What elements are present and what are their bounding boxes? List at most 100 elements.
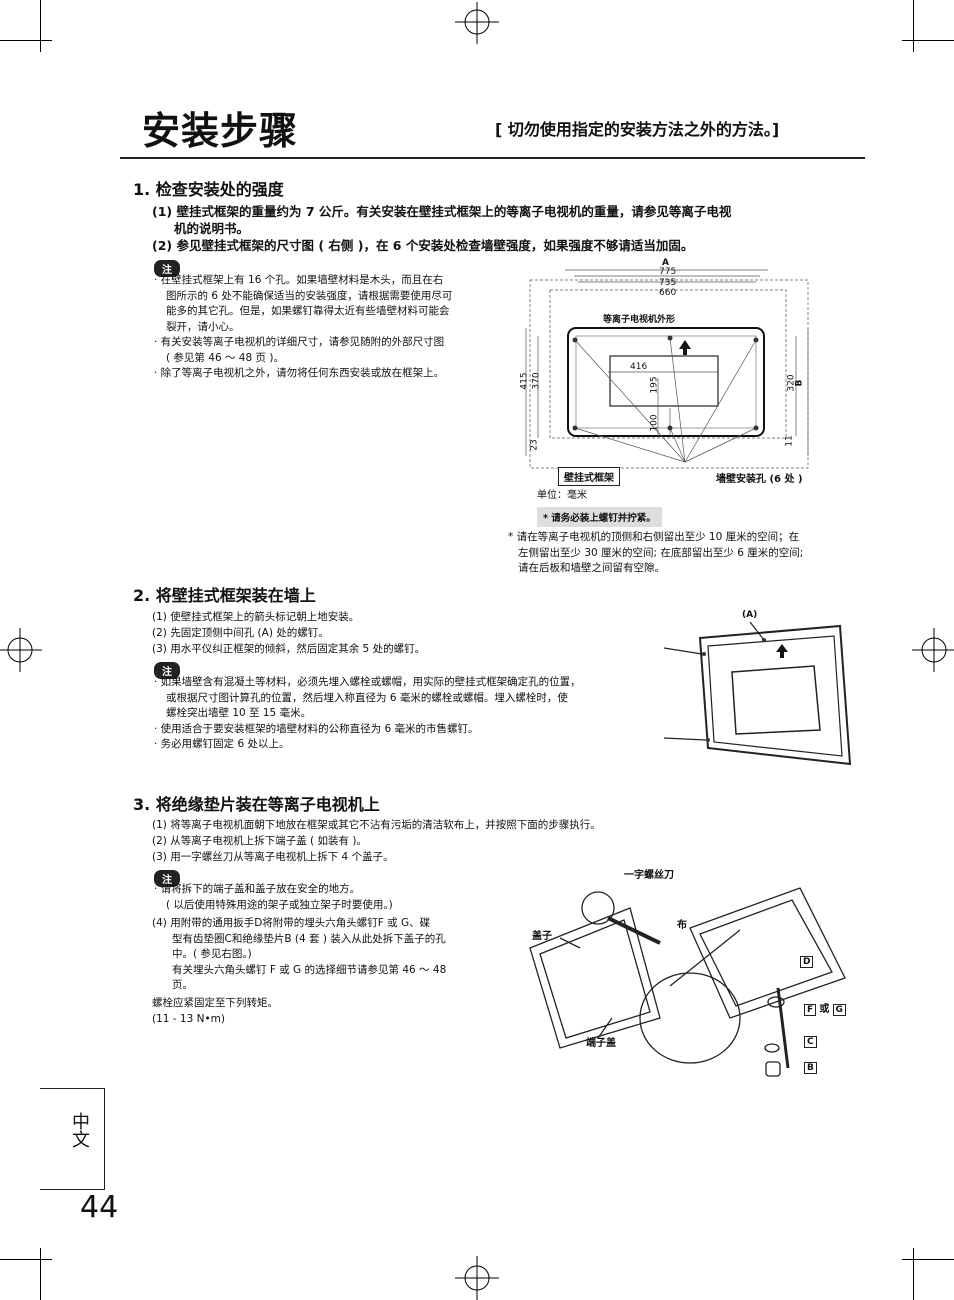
language-tab	[40, 1088, 105, 1190]
step-text: 有关埋头六角头螺钉 F 或 G 的选择细节请参见第 46 ～ 48	[172, 963, 447, 976]
note-badge: 注	[154, 662, 180, 679]
cover-label: 盖子	[532, 931, 552, 942]
section3-heading: 3. 将绝缘垫片装在等离子电视机上	[133, 795, 380, 814]
section2-notes: · 如果墙壁含有混凝土等材料，必须先埋入螺栓或螺帽，用实际的壁挂式框架确定孔的位…	[154, 675, 659, 753]
note-line: 螺栓突出墙壁 10 至 15 毫米。	[166, 707, 312, 719]
crop-mark	[0, 40, 52, 41]
terminal-cover-label: 端子盖	[586, 1038, 616, 1049]
step-text: (1) 壁挂式框架的重量约为 7 公斤。有关安装在壁挂式框架上的等离子电视机的重…	[152, 204, 732, 219]
or-label: 或	[819, 1004, 830, 1015]
part-fg-label: F 或 G	[804, 1000, 846, 1016]
crop-mark	[902, 40, 954, 41]
dim-660: 660	[659, 288, 677, 298]
tv-outline-label: 等离子电视机外形	[601, 312, 678, 325]
section1-step1: (1) 壁挂式框架的重量约为 7 公斤。有关安装在壁挂式框架上的等离子电视机的重…	[152, 203, 862, 254]
wall-holes-label: 墙壁安装孔 (6 处 )	[716, 474, 803, 485]
warning-box: * 请务必装上螺钉并拧紧。	[537, 507, 662, 527]
frame-label: 壁挂式框架	[558, 467, 620, 486]
footnote-line: 左侧留出至少 30 厘米的空间; 在底部留出至少 6 厘米的空间;	[518, 546, 804, 559]
note-line: ( 参见第 46 ～ 48 页 )。	[166, 351, 284, 364]
step-text: (2) 参见壁挂式框架的尺寸图 ( 右侧 )，在 6 个安装处检查墙壁强度，如果…	[152, 238, 694, 253]
header-rule	[120, 157, 865, 159]
page-number: 44	[80, 1190, 119, 1225]
note-line: · 使用适合于要安装框架的墙壁材料的公称直径为 6 毫米的市售螺钉。	[154, 722, 479, 735]
step-text: 页。	[172, 979, 193, 991]
frame-dimension-diagram	[525, 269, 809, 469]
crop-mark	[913, 1248, 914, 1300]
cloth-label: 布	[677, 920, 687, 931]
footnote-line: 请在后板和墙壁之间留有空隙。	[518, 562, 665, 574]
dim-370: 370	[531, 372, 542, 390]
part-g-label: G	[832, 1004, 846, 1016]
figure-label-a: (A)	[742, 610, 758, 620]
note-line: · 如果墙壁含有混凝土等材料，必须先埋入螺栓或螺帽，用实际的壁挂式框架确定孔的位…	[154, 676, 581, 688]
note-line: 能多的其它孔。但是，如果螺钉靠得太近有些墙壁材料可能会	[166, 305, 450, 317]
crop-mark	[0, 1259, 52, 1260]
unit-label: 单位：毫米	[537, 490, 587, 501]
section2-heading: 2. 将壁挂式框架装在墙上	[133, 586, 316, 605]
spacer-install-figure	[529, 887, 846, 1077]
note-badge: 注	[154, 260, 180, 277]
dim-100: 100	[649, 414, 660, 432]
section3-notes: · 请将拆下的端子盖和盖子放在安全的地方。 ( 以后使用特殊用途的架子或独立架子…	[154, 882, 514, 913]
dim-735: 735	[659, 278, 677, 288]
note-line: · 请将拆下的端子盖和盖子放在安全的地方。	[154, 883, 361, 895]
part-b-label: B	[804, 1062, 817, 1074]
section1-notes: · 在壁挂式框架上有 16 个孔。如果墙壁材料是木头，而且在右 图所示的 6 处…	[154, 273, 510, 382]
step-text: (3) 用水平仪纠正框架的倾斜，然后固定其余 5 处的螺钉。	[152, 643, 426, 655]
section3-steps: (1) 将等离子电视机面朝下地放在框架或其它不沾有污垢的清洁软布上，并按照下面的…	[152, 817, 601, 865]
note-badge: 注	[154, 870, 180, 887]
crop-mark	[902, 1259, 954, 1260]
note-line: · 在壁挂式框架上有 16 个孔。如果墙壁材料是木头，而且在右	[154, 274, 444, 286]
section1-footnote: * 请在等离子电视机的顶侧和右侧留出至少 10 厘米的空间；在 左侧留出至少 3…	[508, 530, 864, 577]
dim-195: 195	[649, 376, 660, 394]
dim-label-b: B	[794, 379, 805, 387]
torque-value: (11 - 13 N•m)	[152, 1012, 225, 1025]
crop-mark	[40, 1248, 41, 1300]
up-arrow-icon	[776, 644, 788, 658]
screwdriver-label: 一字螺丝刀	[624, 870, 674, 881]
language-tab-label: 中文	[69, 1112, 90, 1148]
registration-mark	[455, 2, 499, 44]
part-f-label: F	[804, 1004, 817, 1016]
torque-text: 螺栓应紧固定至下列转矩。	[152, 997, 278, 1009]
dim-23: 23	[529, 439, 540, 451]
step-text: (2) 从等离子电视机上拆下端子盖 ( 如装有 )。	[152, 835, 367, 847]
wall-mount-figure	[664, 621, 852, 766]
step-text: (1) 使壁挂式框架上的箭头标记朝上地安装。	[152, 611, 360, 623]
page-subtitle: [ 切勿使用指定的安装方法之外的方法。]	[495, 120, 780, 139]
note-line: 裂开，请小心。	[166, 320, 240, 333]
step-text: (2) 先固定顶侧中间孔 (A) 处的螺钉。	[152, 627, 329, 639]
step-text: 型有齿垫圈C和绝缘垫片B (4 套 ) 装入从此处拆下盖子的孔	[172, 932, 446, 945]
step-text: (1) 将等离子电视机面朝下地放在框架或其它不沾有污垢的清洁软布上，并按照下面的…	[152, 819, 601, 831]
step-text: (4) 用附带的通用扳手D将附带的埋头六角头螺钉F 或 G、碟	[152, 917, 431, 929]
footnote-line: * 请在等离子电视机的顶侧和右侧留出至少 10 厘米的空间；在	[508, 531, 800, 543]
registration-mark	[912, 628, 954, 672]
dim-775: 775	[659, 267, 677, 277]
crop-mark	[40, 0, 41, 52]
dim-label-a: A	[662, 258, 669, 268]
step-text: (3) 用一字螺丝刀从等离子电视机上拆下 4 个盖子。	[152, 851, 394, 863]
note-line: ( 以后使用特殊用途的架子或独立架子时要使用。)	[166, 898, 393, 911]
part-c-label: C	[804, 1036, 817, 1048]
torque-note: 螺栓应紧固定至下列转矩。 (11 - 13 N•m)	[152, 996, 278, 1027]
step-text: 机的说明书。	[174, 221, 250, 236]
part-d-label: D	[800, 956, 814, 968]
note-line: · 务必用螺钉固定 6 处以上。	[154, 738, 290, 750]
dim-11: 11	[784, 435, 795, 447]
registration-mark	[455, 1256, 499, 1300]
section2-steps: (1) 使壁挂式框架上的箭头标记朝上地安装。 (2) 先固定顶侧中间孔 (A) …	[152, 609, 425, 657]
note-line: · 有关安装等离子电视机的详细尺寸，请参见随附的外部尺寸图	[154, 336, 445, 348]
section1-heading: 1. 检查安装处的强度	[133, 180, 284, 199]
crop-mark	[913, 0, 914, 52]
note-line: 图所示的 6 处不能确保适当的安装强度，请根据需要使用尽可	[166, 289, 453, 302]
dim-415: 415	[519, 372, 530, 390]
page-title: 安装步骤	[142, 109, 299, 153]
step-text: 中。( 参见右图。)	[172, 948, 252, 960]
up-arrow-icon	[679, 340, 691, 355]
note-line: 或根据尺寸图计算孔的位置，然后埋入称直径为 6 毫米的螺栓或螺帽。埋入螺栓时，使	[166, 691, 568, 704]
note-line: · 除了等离子电视机之外，请勿将任何东西安装或放在框架上。	[154, 367, 445, 379]
section3-step4: (4) 用附带的通用扳手D将附带的埋头六角头螺钉F 或 G、碟 型有齿垫圈C和绝…	[152, 916, 512, 994]
dim-416: 416	[630, 362, 648, 372]
registration-mark	[0, 628, 42, 672]
